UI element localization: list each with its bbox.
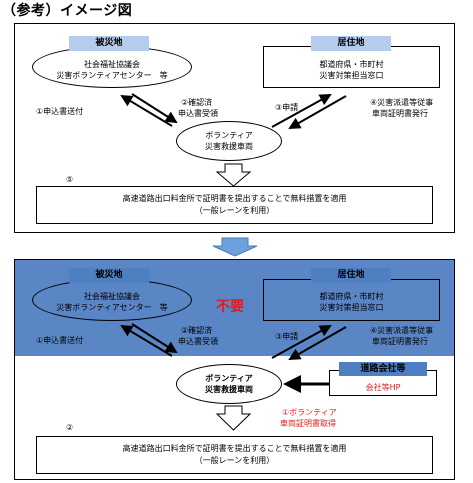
bottom-toll-box xyxy=(36,436,433,474)
road-company-tag: 道路会社等 xyxy=(339,362,427,376)
bottom-step1-label: ①申込書送付 xyxy=(36,336,84,345)
top-disaster-line1: 社会福祉協議会 xyxy=(84,60,140,69)
top-vehicle-line2: 災害救援車両 xyxy=(205,142,253,151)
bottom-vehicle-line1: ボランティア xyxy=(205,374,253,383)
bottom-residence-tag: 居住地 xyxy=(311,268,391,283)
bottom-step2-line1: ②確認済 xyxy=(181,326,213,335)
bottom-step2-line2: 申込書受領 xyxy=(178,337,218,346)
page-title: （参考）イメージ図 xyxy=(2,3,133,19)
top-residence-line1: 都道府県・市町村 xyxy=(319,60,384,69)
red-step-line2: 車両証明書取得 xyxy=(280,419,336,428)
bottom-step4-line1: ④災害派遣等従事 xyxy=(370,326,434,335)
top-residence-box xyxy=(263,46,440,88)
bottom-residence-line1: 都道府県・市町村 xyxy=(319,292,384,301)
top-vehicle-ellipse xyxy=(176,121,282,161)
bottom-vehicle-ellipse xyxy=(176,364,282,404)
top-disaster-ellipse xyxy=(32,46,192,88)
transition-arrow xyxy=(212,237,258,257)
bottom-residence-box xyxy=(263,279,440,321)
top-step1-label: ①申込書送付 xyxy=(36,107,84,116)
bottom-step4-line2: 車両証明書発行 xyxy=(372,337,428,346)
top-residence-line2: 災害対策担当窓口 xyxy=(319,71,384,80)
road-company-hp: 会社等HP xyxy=(365,383,401,392)
top-toll-box xyxy=(36,186,433,224)
top-disaster-tag: 被災地 xyxy=(69,36,149,51)
top-step5-label: ⑤ xyxy=(66,175,74,184)
bottom-disaster-ellipse xyxy=(32,279,192,321)
top-toll-line1: 高速道路出口料金所で証明書を提出することで無料措置を適用 xyxy=(122,194,347,203)
bottom-step2-label: ② xyxy=(66,423,74,432)
bottom-disaster-line2: 災害ボランティアセンター 等 xyxy=(56,303,168,312)
top-step2-line2: 申込書受領 xyxy=(178,109,218,118)
bottom-disaster-line1: 社会福祉協議会 xyxy=(84,292,140,301)
red-step-line1: ①ボランティア xyxy=(282,408,337,417)
bottom-step3-label: ③申請 xyxy=(275,332,299,341)
not-required-label: 不要 xyxy=(216,299,244,315)
bottom-toll-line2: （一般レーンを利用） xyxy=(194,456,275,465)
bottom-disaster-tag: 被災地 xyxy=(69,268,149,283)
top-toll-line2: （一般レーンを利用） xyxy=(194,206,275,215)
top-disaster-line2: 災害ボランティアセンター 等 xyxy=(56,71,168,80)
top-residence-tag: 居住地 xyxy=(311,36,391,51)
top-vehicle-line1: ボランティア xyxy=(205,131,253,140)
top-step3-label: ③申請 xyxy=(275,103,299,112)
bottom-toll-line1: 高速道路出口料金所で証明書を提出することで無料措置を適用 xyxy=(122,444,347,453)
bottom-vehicle-line2: 災害救援車両 xyxy=(205,385,253,394)
top-step2-line1: ②確認済 xyxy=(181,98,213,107)
bottom-residence-line2: 災害対策担当窓口 xyxy=(319,303,384,312)
top-step4-line2: 車両証明書発行 xyxy=(372,109,428,118)
top-step4-line1: ④災害派遣等従事 xyxy=(370,98,434,107)
